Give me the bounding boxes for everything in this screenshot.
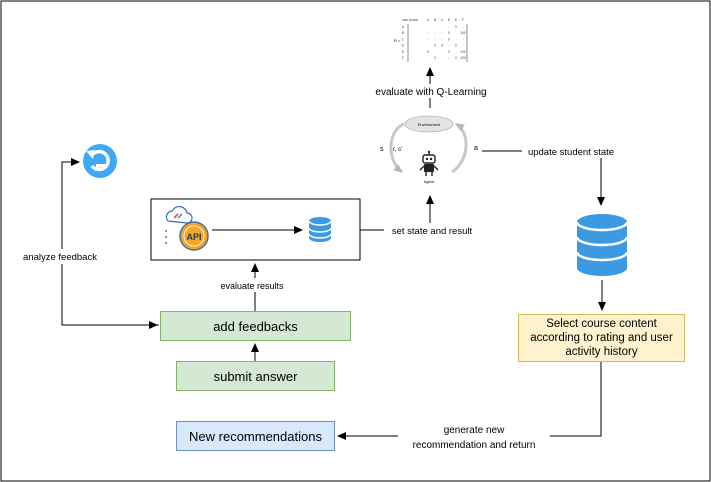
environment-ellipse	[404, 115, 454, 133]
evaluate-q-label: evaluate with Q-Learning	[375, 87, 486, 98]
matrix-cell: -	[427, 31, 428, 35]
matrix-header-cell: B	[434, 18, 437, 22]
matrix-header-cell: A	[427, 18, 430, 22]
matrix-cell: C	[402, 37, 405, 41]
matrix-cell: -	[462, 37, 463, 41]
small-database-icon	[308, 217, 332, 242]
refresh-icon	[83, 144, 117, 178]
environment-label: Environment	[418, 122, 441, 127]
matrix-cell: -	[448, 25, 449, 29]
matrix-cell: D	[402, 44, 405, 48]
matrix-header-cell: user action	[402, 18, 418, 22]
matrix-cell: 0	[455, 25, 457, 29]
matrix-header-cell: C	[441, 18, 444, 22]
rl-loop: Environment s r, s' a Agent	[380, 115, 478, 184]
matrix-cell: A	[402, 25, 405, 29]
matrix-cell: -	[441, 50, 442, 54]
matrix-cell: 0	[427, 50, 429, 54]
matrix-cell: 0	[434, 56, 436, 60]
matrix-cell: F	[402, 56, 404, 60]
matrix-cell: 100	[460, 31, 466, 35]
matrix-cell: B	[402, 31, 405, 35]
submit-answer-text: submit answer	[213, 368, 298, 384]
s-label: s	[380, 146, 384, 153]
matrix-r-label: R =	[394, 38, 401, 43]
matrix-cell: -	[434, 37, 435, 41]
action-arc	[451, 122, 468, 174]
generate-line1: generate new	[444, 425, 505, 436]
matrix-cell: -	[441, 56, 442, 60]
matrix-cell: 100	[460, 50, 466, 54]
matrix-cell: -	[441, 25, 442, 29]
matrix-cell: -	[427, 44, 428, 48]
set-state-label: set state and result	[392, 226, 473, 237]
matrix-cell: -	[427, 56, 428, 60]
database-icon	[575, 214, 629, 276]
matrix-cell: 0	[455, 44, 457, 48]
new-recommendations-box: New recommendations	[176, 421, 335, 451]
matrix-cell: 100	[460, 56, 466, 60]
analyze-feedback-label: analyze feedback	[23, 252, 97, 263]
matrix-header-cell: F	[462, 18, 464, 22]
matrix-cell: 0	[455, 56, 457, 60]
matrix-cell: 0	[448, 31, 450, 35]
matrix-cell: 0	[441, 44, 443, 48]
matrix-cell: 0	[434, 44, 436, 48]
matrix-cell: -	[427, 25, 428, 29]
matrix-header-cell: E	[455, 18, 458, 22]
robot-agent-icon	[419, 150, 439, 176]
matrix-header-cell: D	[448, 18, 451, 22]
update-state-label: update student state	[528, 147, 614, 158]
matrix-cell: -	[462, 44, 463, 48]
reward-state-label: r, s'	[393, 147, 402, 153]
new-recommendations-text: New recommendations	[189, 428, 322, 444]
matrix-cell: -	[441, 37, 442, 41]
api-icon: API	[165, 205, 209, 251]
agent-label: Agent	[424, 179, 435, 184]
submit-answer-box: submit answer	[176, 361, 335, 391]
matrix-cell: E	[402, 50, 405, 54]
matrix-cell: -	[441, 31, 442, 35]
matrix-cell: -	[427, 37, 428, 41]
matrix-cell: -	[434, 31, 435, 35]
generate-line2: recommendation and return	[413, 440, 536, 451]
matrix-cell: -	[448, 56, 449, 60]
a-label: a	[474, 145, 478, 152]
matrix-cell: 0	[448, 37, 450, 41]
add-feedbacks-box: add feedbacks	[160, 311, 351, 341]
state-reward-arc	[389, 122, 405, 174]
matrix-cell: -	[448, 44, 449, 48]
matrix-cell: -	[434, 25, 435, 29]
evaluate-results-label: evaluate results	[220, 281, 284, 291]
matrix-cell: -	[455, 50, 456, 54]
api-text: API	[186, 232, 201, 242]
add-feedbacks-text: add feedbacks	[213, 318, 298, 334]
matrix-cell: -	[455, 31, 456, 35]
matrix-cell: -	[462, 25, 463, 29]
select-course-text: Select course content according to ratin…	[530, 318, 673, 358]
matrix-cell: -	[434, 50, 435, 54]
matrix-cell: -	[455, 37, 456, 41]
matrix-cell: 0	[448, 50, 450, 54]
select-course-box: Select course content according to ratin…	[518, 314, 685, 362]
